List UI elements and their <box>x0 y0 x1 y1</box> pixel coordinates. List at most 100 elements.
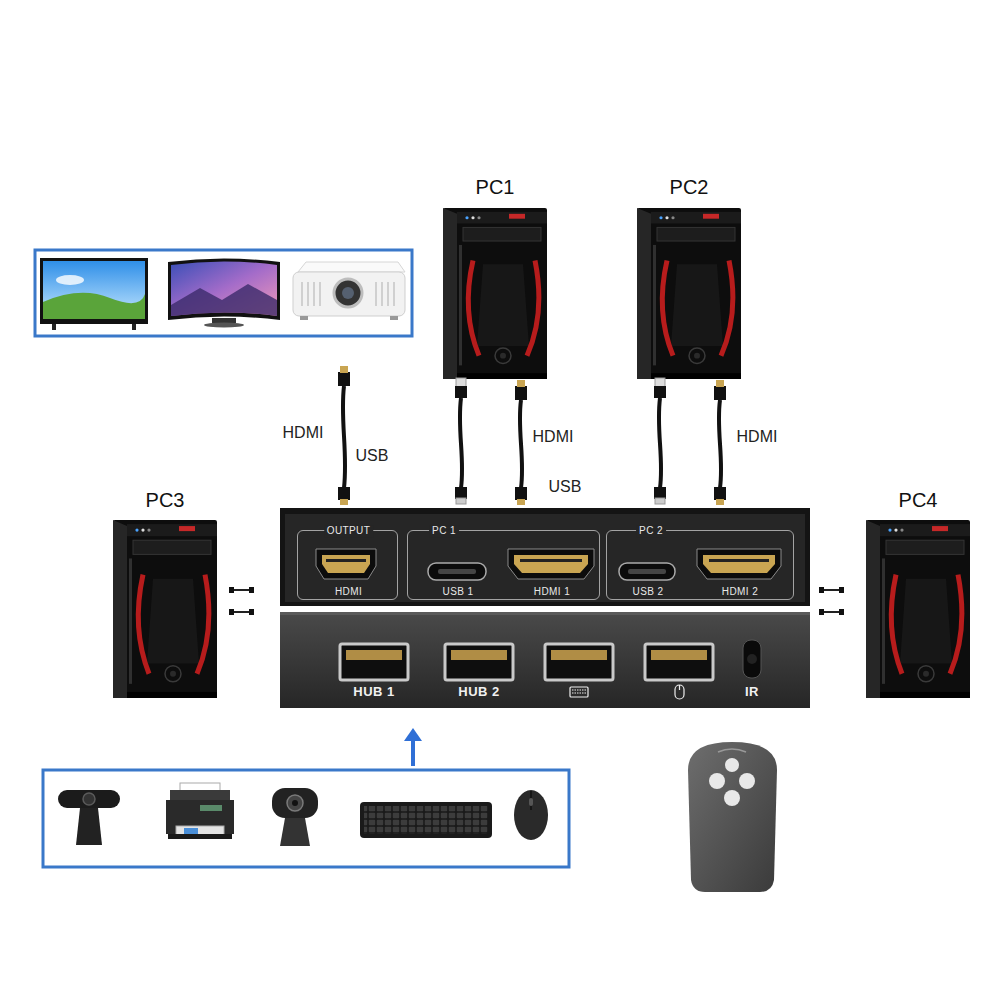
cable-label: HDMI <box>737 428 778 446</box>
cable-label: USB <box>356 447 389 465</box>
printer-icon <box>200 805 222 811</box>
port-label: HUB 2 <box>458 685 500 700</box>
pc-tower: PC3 <box>113 520 217 698</box>
hdmi-cable <box>338 366 726 505</box>
pc-tower <box>113 520 217 698</box>
pc-tower <box>443 208 547 379</box>
projector-icon <box>393 282 395 306</box>
usb-a-port <box>551 650 607 660</box>
port-label: HUB 1 <box>353 685 395 700</box>
hdmi-cable <box>340 366 348 373</box>
remote-control <box>724 790 740 806</box>
curved-tv-icon <box>212 318 236 323</box>
switch-front-panel <box>280 612 810 708</box>
cable-stub <box>822 589 840 591</box>
usb-cable <box>655 378 665 387</box>
usb-cable <box>460 398 462 488</box>
webcam-icon <box>272 788 318 818</box>
pc-tower <box>637 208 741 379</box>
projector-icon <box>307 282 309 306</box>
switch-front-panel <box>280 612 810 708</box>
webcam-icon <box>292 800 298 806</box>
pc-tower: PC2 <box>637 208 741 379</box>
switch-rear-panel <box>285 514 805 602</box>
port-label: HDMI <box>335 586 362 598</box>
keyboard-icon <box>360 802 492 838</box>
remote-control <box>688 742 777 892</box>
usb-a-port <box>340 644 408 680</box>
peripheral-group <box>43 770 569 867</box>
usb-c-port <box>628 569 666 574</box>
webcam-icon <box>287 795 303 811</box>
hdmi-port <box>316 549 376 579</box>
hdmi-port <box>514 555 588 573</box>
cable-stub <box>839 587 844 593</box>
cable-stub <box>232 611 250 613</box>
usb-c-port <box>619 563 675 580</box>
hdmi-cable <box>719 400 721 488</box>
projector-icon <box>381 282 383 306</box>
usb-cable <box>659 398 661 488</box>
ir-receiver <box>743 640 761 678</box>
port-label: IR <box>745 685 759 700</box>
switch-rear-panel <box>280 508 810 606</box>
blue-arrow <box>411 738 415 766</box>
pc-tower <box>866 520 970 698</box>
pc-tower: PC4 <box>866 520 970 698</box>
port-group: OUTPUTHDMI <box>297 530 398 600</box>
keyboard-symbol <box>570 687 588 697</box>
usb-a-port <box>346 650 402 660</box>
projector-icon <box>298 262 405 272</box>
pc-name: PC4 <box>899 489 938 512</box>
curved-tv-icon <box>171 262 277 317</box>
projector-icon <box>302 282 394 306</box>
projector-icon <box>342 287 354 299</box>
usb-cable <box>456 498 466 504</box>
projector-icon <box>300 316 308 320</box>
hdmi-port <box>703 555 775 573</box>
keyboard-symbol <box>572 692 586 693</box>
usb-cable <box>654 487 666 499</box>
tv-icon <box>43 293 145 319</box>
hdmi-port <box>326 559 366 562</box>
hdmi-port <box>322 555 370 573</box>
hdmi-cable <box>517 499 525 505</box>
mouse-icon <box>514 790 548 840</box>
projector-icon <box>293 272 405 316</box>
usb-a-port <box>340 644 713 680</box>
curved-tv-icon <box>168 259 280 328</box>
cable-stub <box>819 587 824 593</box>
hdmi-cable <box>714 487 726 500</box>
remote-control <box>725 758 739 772</box>
projector-icon <box>293 262 405 320</box>
printer-icon <box>166 783 234 839</box>
pc-tower: PC1 <box>443 208 547 379</box>
cable-stub <box>249 609 254 615</box>
mouse-symbol <box>679 685 680 690</box>
port-group: PC 1USB 1HDMI 1 <box>407 530 600 600</box>
cable-stub <box>229 587 234 593</box>
remote-control <box>718 749 746 752</box>
webcam-icon <box>58 790 120 845</box>
printer-icon <box>184 828 198 834</box>
webcam-icon <box>280 818 310 846</box>
usb-a-port <box>445 644 513 680</box>
usb-cable <box>455 487 467 499</box>
peripheral-group <box>43 770 569 867</box>
hdmi-cable <box>716 380 724 387</box>
tv-icon <box>40 258 148 324</box>
ir-receiver <box>743 640 761 678</box>
port-label: HDMI 1 <box>534 586 570 598</box>
port-label: USB 2 <box>633 586 664 598</box>
cable-stub <box>229 609 234 615</box>
hdmi-port <box>709 559 769 562</box>
hdmi-port <box>697 549 781 579</box>
webcam-icon <box>83 793 95 805</box>
ir-receiver <box>747 654 757 664</box>
tv-icon <box>40 258 148 330</box>
mouse-icon <box>529 798 533 806</box>
group-title: OUTPUT <box>324 525 374 537</box>
display-group <box>35 250 412 336</box>
projector-icon <box>387 282 389 306</box>
